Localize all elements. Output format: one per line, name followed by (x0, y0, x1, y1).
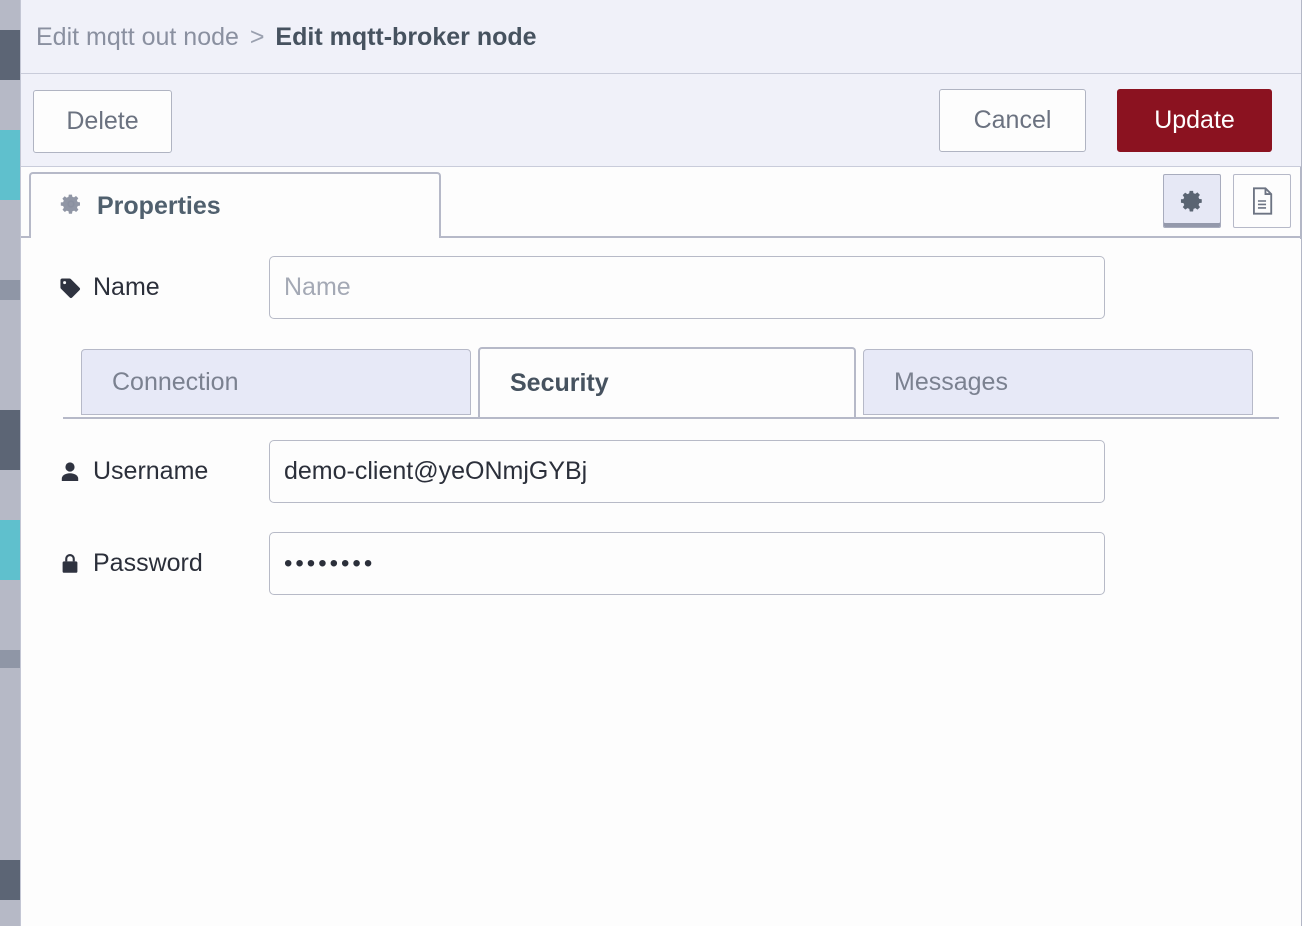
password-label: Password (21, 549, 269, 578)
breadcrumb: Edit mqtt out node > Edit mqtt-broker no… (36, 20, 537, 54)
background-editor-strip (0, 0, 20, 926)
dialog-button-row: Delete Cancel Update (21, 74, 1301, 167)
properties-form: Name Name Connection Security Messages (21, 239, 1301, 926)
tab-properties-label: Properties (97, 191, 221, 220)
user-icon (57, 460, 83, 484)
update-button[interactable]: Update (1117, 89, 1272, 152)
settings-view-button[interactable] (1163, 174, 1221, 228)
password-label-text: Password (93, 549, 203, 577)
tag-icon (57, 276, 83, 300)
cancel-button[interactable]: Cancel (939, 89, 1086, 152)
username-input[interactable]: demo-client@yeONmjGYBj (269, 440, 1105, 503)
lock-icon (57, 552, 83, 576)
description-view-button[interactable] (1233, 174, 1291, 228)
name-row: Name Name (21, 256, 1105, 319)
tab-properties[interactable]: Properties (29, 172, 441, 238)
tab-underline (21, 236, 1301, 238)
view-toggle-buttons (1163, 174, 1291, 228)
password-masked-value: •••••••• (284, 549, 376, 577)
username-label: Username (21, 457, 269, 486)
name-input[interactable]: Name (269, 256, 1105, 319)
breadcrumb-parent[interactable]: Edit mqtt out node (36, 23, 239, 51)
username-label-text: Username (93, 457, 209, 485)
subtab-messages[interactable]: Messages (863, 349, 1253, 415)
dialog-tab-strip: Properties (21, 167, 1301, 239)
breadcrumb-separator: > (249, 23, 265, 51)
subtab-connection[interactable]: Connection (81, 349, 471, 415)
name-label-text: Name (93, 273, 160, 301)
delete-button[interactable]: Delete (33, 90, 172, 153)
name-label: Name (21, 273, 269, 302)
security-subtabs: Connection Security Messages (63, 347, 1279, 420)
gear-icon (59, 192, 83, 221)
subtab-security[interactable]: Security (478, 347, 856, 417)
subtab-underline (63, 417, 1279, 419)
breadcrumb-current: Edit mqtt-broker node (275, 23, 537, 51)
username-row: Username demo-client@yeONmjGYBj (21, 440, 1105, 503)
password-input[interactable]: •••••••• (269, 532, 1105, 595)
dialog-header: Edit mqtt out node > Edit mqtt-broker no… (21, 0, 1301, 74)
password-row: Password •••••••• (21, 532, 1105, 595)
edit-node-dialog: Edit mqtt out node > Edit mqtt-broker no… (20, 0, 1302, 926)
